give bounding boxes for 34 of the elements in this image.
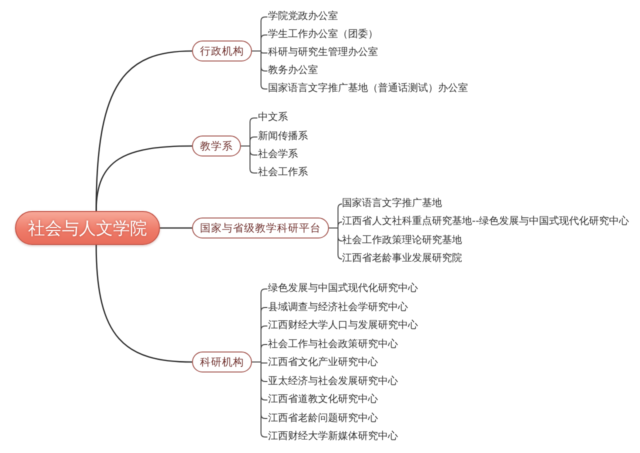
branch-topic: 国家与省级教学科研平台 — [192, 218, 329, 238]
subtopic-label: 学生工作办公室（团委） — [268, 28, 378, 42]
subtopic-label: 科研与研究生管理办公室 — [268, 46, 378, 60]
subtopic-label: 江西省文化产业研究中心 — [268, 356, 378, 370]
branch-topic: 科研机构 — [192, 352, 252, 372]
subtopic-label: 江西省道教文化研究中心 — [268, 393, 378, 407]
branch-topic: 行政机构 — [192, 40, 252, 62]
subtopic-label: 社会工作政策理论研究基地 — [342, 234, 462, 248]
subtopic-label: 教务办公室 — [268, 64, 318, 78]
branch-topic: 教学系 — [192, 136, 241, 156]
subtopic-label: 社会工作系 — [258, 166, 308, 180]
subtopic-label: 县域调查与经济社会学研究中心 — [268, 300, 408, 314]
subtopic-label: 新闻传播系 — [258, 130, 308, 144]
subtopic-label: 江西财经大学新媒体研究中心 — [268, 430, 398, 444]
subtopic-label: 江西省老龄问题研究中心 — [268, 412, 378, 426]
curved-connector — [159, 227, 193, 229]
subtopic-label: 江西财经大学人口与发展研究中心 — [268, 319, 418, 333]
bracket-connector — [240, 146, 258, 174]
subtopic-label: 亚太经济与社会发展研究中心 — [268, 374, 398, 388]
subtopic-label: 国家语言文字推广基地 — [342, 197, 442, 211]
bracket-connector — [252, 50, 268, 90]
subtopic-label: 中文系 — [258, 111, 288, 125]
curved-connector — [96, 145, 193, 212]
subtopic-label: 社会工作与社会政策研究中心 — [268, 338, 398, 352]
subtopic-label: 江西省老龄事业发展研究院 — [342, 252, 462, 266]
subtopic-label: 绿色发展与中国式现代化研究中心 — [268, 282, 418, 296]
bracket-connector — [252, 362, 268, 438]
subtopic-label: 国家语言文字推广基地（普通话测试）办公室 — [268, 82, 468, 96]
subtopic-label: 社会学系 — [258, 148, 298, 162]
bracket-connector — [328, 228, 342, 260]
subtopic-label: 学院党政办公室 — [268, 10, 338, 24]
central-topic: 社会与人文学院 — [15, 211, 160, 245]
curved-connector — [96, 244, 193, 363]
subtopic-label: 江西省人文社科重点研究基地--绿色发展与中国式现代化研究中心 — [342, 215, 630, 229]
